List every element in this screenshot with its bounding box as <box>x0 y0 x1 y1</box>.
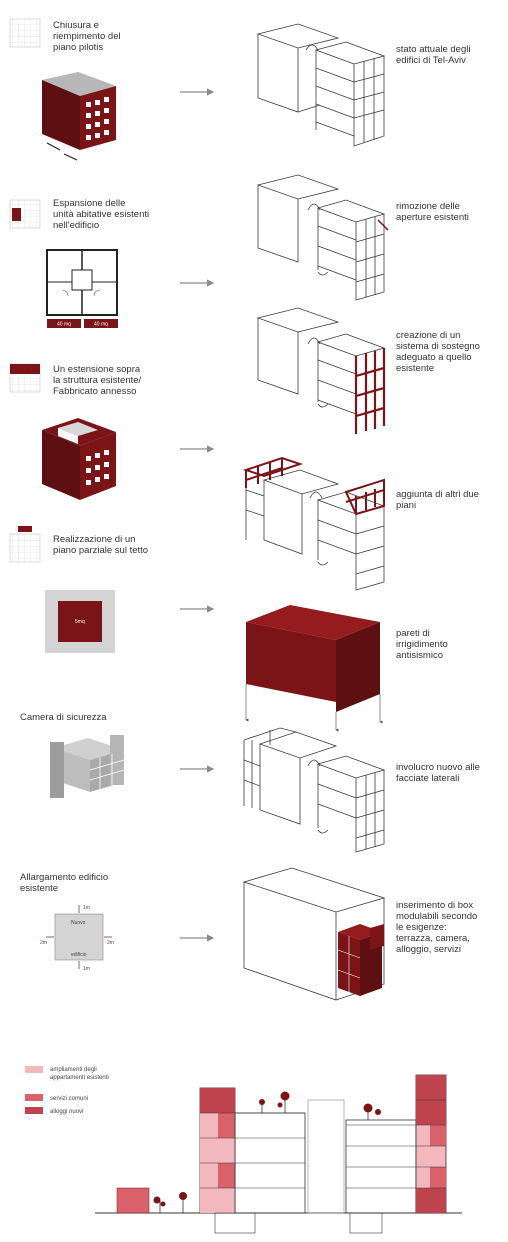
street-section <box>95 1074 462 1234</box>
plan-tag-left: 40 mq <box>57 322 71 328</box>
svg-text:ampliamenti degli appart: ampliamenti degli appartamenti esistenti <box>50 1067 109 1081</box>
legend: ampliamenti degli appartamenti esistenti… <box>25 1066 109 1115</box>
tree-icon <box>153 1196 166 1213</box>
left-label-3-line: Un estensione sopra <box>53 364 141 375</box>
left-label-4-line: Realizzazione di un <box>53 534 135 545</box>
left-label-1-line: riempimento del <box>53 31 121 42</box>
line-building-drawing <box>256 174 386 301</box>
right-label-1-line: edifici di Tel-Aviv <box>396 55 466 66</box>
left-building-section <box>199 1087 306 1234</box>
svg-text:Realizzazione di un pian: Realizzazione di un piano parziale sul t… <box>53 534 148 556</box>
right-label-7-line: alloggio, servizi <box>396 944 461 955</box>
row-5: Camera di sicurezza <box>20 712 483 853</box>
left-label-5-line: Camera di sicurezza <box>20 712 107 723</box>
enlarge-top: 1m <box>83 905 90 911</box>
mini-grid-icon <box>9 533 41 563</box>
enlarge-center-top: Nuovo <box>71 920 86 926</box>
row-3: Un estensione sopra la struttura esisten… <box>9 363 482 591</box>
right-label-6-line: involucro nuovo alle <box>396 762 480 773</box>
red-added-floors <box>242 456 385 516</box>
left-label-2-line: Espansione delle <box>53 198 125 209</box>
right-label-5-line: irrigidimento <box>396 639 448 650</box>
enlarge-left: 2m <box>40 940 47 946</box>
left-label-6-line: esistente <box>20 883 58 894</box>
legend-label: servizi comuni <box>50 1096 88 1102</box>
kiosk <box>116 1187 150 1214</box>
legend-label: ampliamenti degli <box>50 1067 97 1073</box>
row-6: Allargamento edificio esistente Nuovo ed… <box>20 867 480 1001</box>
line-building-drawing <box>256 23 386 147</box>
svg-text:stato attuale degli edif: stato attuale degli edifici di Tel-Aviv <box>396 44 473 66</box>
svg-text:involucro nuovo alle fac: involucro nuovo alle facciate laterali <box>396 762 483 784</box>
right-label-2-line: rimozione delle <box>396 201 460 212</box>
left-label-2-line: nell'edificio <box>53 220 99 231</box>
seismic-walls <box>246 605 380 712</box>
right-label-1-line: stato attuale degli <box>396 44 470 55</box>
right-label-7-line: terrazza, camera, <box>396 933 470 944</box>
svg-text:Espansione delle unità a: Espansione delle unità abitative esisten… <box>53 198 152 231</box>
row-2: Espansione delle unità abitative esisten… <box>9 174 483 434</box>
red-building-icon <box>42 418 116 500</box>
svg-text:creazione di un sistema: creazione di un sistema di sostegno adeg… <box>396 330 483 374</box>
left-label-2-line: unità abitative esistenti <box>53 209 149 220</box>
roof-box-label: 5mq <box>75 619 85 625</box>
right-label-2-line: aperture esistenti <box>396 212 469 223</box>
right-label-5-line: pareti di <box>396 628 430 639</box>
right-label-3-line: creazione di un <box>396 330 460 341</box>
tree-icon <box>179 1192 187 1213</box>
tree-icon <box>363 1103 381 1120</box>
safe-room-icon <box>50 735 125 798</box>
right-label-3-line: esistente <box>396 363 434 374</box>
line-building-drawing <box>245 469 386 591</box>
left-label-6-line: Allargamento edificio <box>20 872 108 883</box>
enlarge-right: 2m <box>107 940 114 946</box>
right-label-3-line: sistema di sostegno <box>396 341 480 352</box>
mini-grid-icon <box>9 18 41 48</box>
roof-plan-icon: 5mq <box>45 590 115 653</box>
svg-text:rimozione delle aperture: rimozione delle aperture esistenti <box>396 201 469 223</box>
legend-swatch <box>25 1107 43 1114</box>
enlarge-center-bottom: edificio <box>71 952 87 958</box>
tree-icon <box>259 1091 290 1113</box>
row-1: Chiusura e riempimento del piano pilotis <box>9 18 473 161</box>
red-building-icon <box>42 72 116 161</box>
right-label-3-line: adeguato a quello <box>396 352 472 363</box>
legend-label: appartamenti esistenti <box>50 1075 109 1081</box>
left-label-3-line: la struttura esistente/ <box>53 375 142 386</box>
plan-tag-right: 40 mq <box>94 322 108 328</box>
svg-text:inserimento di box modul: inserimento di box modulabili secondo le… <box>396 900 480 955</box>
right-label-6-line: facciate laterali <box>396 773 459 784</box>
legend-label: alloggi nuovi <box>50 1109 83 1115</box>
svg-text:aggiunta di altri due pi: aggiunta di altri due piani <box>396 489 482 511</box>
svg-text:pareti di irrigidimento: pareti di irrigidimento antisismico <box>396 628 450 661</box>
left-label-1-line: Chiusura e <box>53 20 99 31</box>
svg-text:Camera di sicurezza: Camera di sicurezza <box>20 712 107 723</box>
svg-text:Allargamento edificio es: Allargamento edificio esistente <box>20 872 111 894</box>
svg-text:Un estensione sopra la s: Un estensione sopra la struttura esisten… <box>53 364 144 397</box>
red-structure <box>354 348 386 434</box>
row-4: Realizzazione di un piano parziale sul t… <box>9 526 450 732</box>
modular-boxes <box>337 924 384 996</box>
line-building-drawing <box>243 727 386 853</box>
svg-text:Chiusura e riempimento d: Chiusura e riempimento del piano pilotis <box>53 20 123 53</box>
line-building-drawing <box>256 307 386 408</box>
right-label-4-line: piani <box>396 500 416 511</box>
left-label-3-line: Fabbricato annesso <box>53 386 136 397</box>
floor-plan-icon: 40 mq 40 mq <box>46 249 118 328</box>
legend-swatch <box>25 1066 43 1073</box>
right-building-section <box>345 1074 447 1234</box>
right-label-4-line: aggiunta di altri due <box>396 489 479 500</box>
enlarge-plan-icon: Nuovo edificio 1m 1m 2m 2m <box>40 905 114 972</box>
enlarge-bottom: 1m <box>83 966 90 972</box>
red-arrow-icon <box>377 219 389 231</box>
right-label-7-line: le esigenze: <box>396 922 447 933</box>
left-label-4-line: piano parziale sul tetto <box>53 545 148 556</box>
left-label-1-line: piano pilotis <box>53 42 103 53</box>
legend-swatch <box>25 1094 43 1101</box>
right-label-5-line: antisismico <box>396 650 443 661</box>
right-label-7-line: inserimento di box <box>396 900 473 911</box>
right-label-7-line: modulabili secondo <box>396 911 477 922</box>
